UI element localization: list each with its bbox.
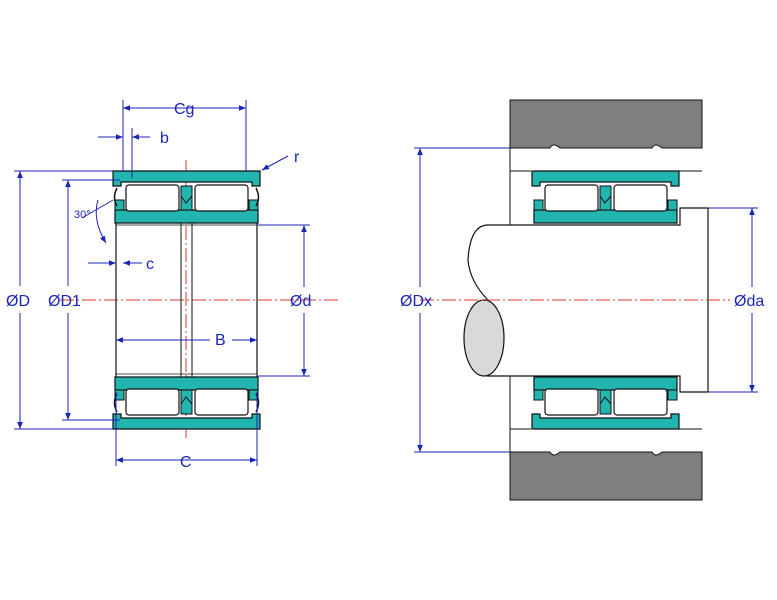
outer-ring-top: [112, 170, 261, 187]
bearing-bottom-half: [112, 376, 261, 430]
dimension-outer-diameter: [14, 170, 113, 430]
dimension-d1: [62, 179, 120, 421]
label-bore: Ød: [290, 293, 311, 310]
roller-bottom-left: [125, 388, 180, 416]
label-C: C: [180, 454, 192, 471]
housing-top: [509, 99, 703, 149]
shaft-end-face: [463, 299, 505, 377]
seal-top: [180, 195, 193, 204]
label-cg: Cg: [174, 101, 194, 118]
bearing-top-half: [112, 170, 261, 224]
center-rib-top: [180, 185, 193, 211]
label-dx: ØDx: [400, 293, 432, 310]
dimension-dx: [414, 147, 510, 453]
seal-bottom: [180, 396, 193, 405]
housing-bottom: [509, 451, 703, 501]
label-d1: ØD1: [48, 293, 81, 310]
bearing-section-view: Cg b r 30° c ØD: [6, 100, 340, 471]
label-B: B: [215, 332, 226, 349]
dimension-cg: [122, 100, 247, 172]
lip-top-right: [255, 187, 260, 207]
inner-rib-top-right: [248, 199, 259, 211]
dimension-angle: [81, 199, 114, 244]
inner-ring-top: [114, 209, 259, 224]
dimension-C: [115, 392, 258, 466]
label-angle: 30°: [74, 209, 91, 221]
outer-ring-bottom: [112, 413, 261, 430]
dimension-bore: [258, 224, 310, 377]
inner-rib-top-left: [114, 199, 125, 211]
mounted-bearing-bottom: [531, 376, 680, 430]
leader-r: [261, 155, 289, 171]
dimension-da: [708, 207, 758, 393]
mounted-bearing-top: [531, 170, 680, 224]
lip-top-left: [113, 187, 118, 207]
mounted-view: ØDx Øda: [400, 99, 764, 501]
center-rib-bottom: [180, 389, 193, 415]
label-c: c: [146, 256, 154, 273]
roller-bottom-right: [194, 388, 249, 416]
label-da: Øda: [734, 293, 764, 310]
inner-ring-bottom: [114, 376, 259, 391]
label-b: b: [160, 130, 169, 147]
label-r: r: [294, 149, 300, 166]
label-outer-diameter: ØD: [6, 293, 30, 310]
roller-top-right: [194, 184, 249, 212]
roller-top-left: [125, 184, 180, 212]
dimension-b: [98, 128, 150, 178]
